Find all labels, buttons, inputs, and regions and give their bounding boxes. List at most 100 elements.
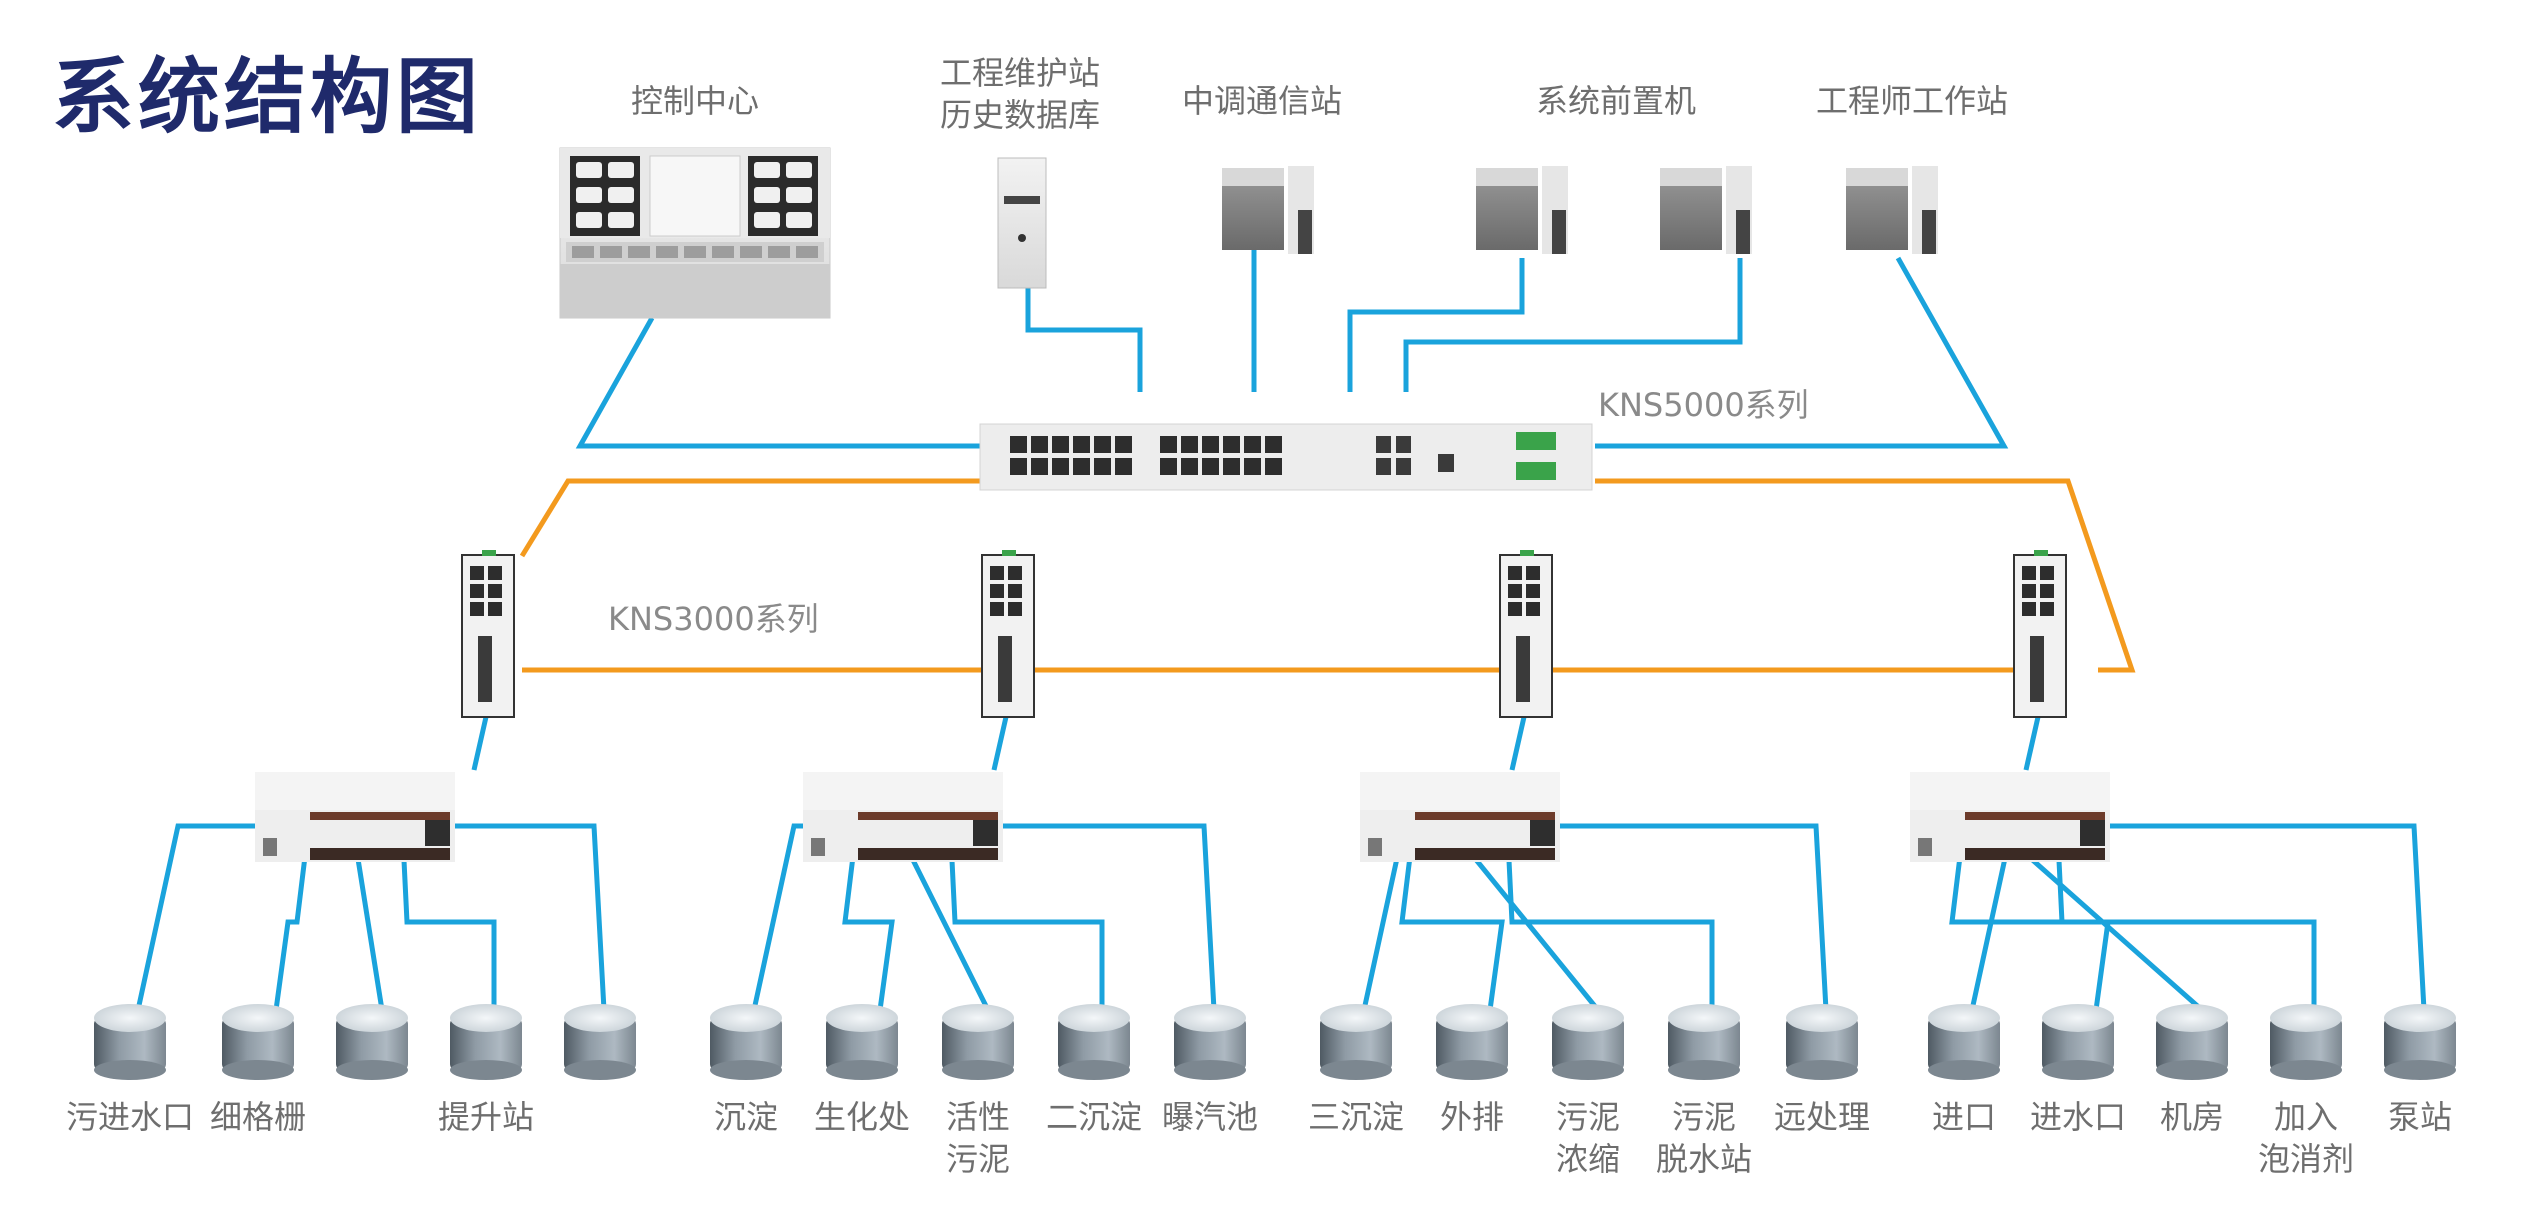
link-hub-to-sensor: [2110, 823, 2427, 1011]
io-module: [255, 772, 455, 862]
rj45-port: [488, 602, 502, 616]
rj45-port: [1010, 436, 1027, 453]
rj45-port: [1265, 436, 1282, 453]
sensor-cylinder: [1174, 1004, 1246, 1080]
rj45-port: [1244, 458, 1261, 475]
page-title: 系统结构图: [52, 50, 483, 145]
sensor-cylinder: [336, 1004, 408, 1080]
sensor-label: 二沉淀: [1045, 1098, 1143, 1136]
link-engineer-station: [1595, 256, 2009, 449]
rj45-port: [1181, 458, 1198, 475]
link-hub-to-sensor: [1458, 838, 1600, 1012]
io-module: [1910, 772, 2110, 862]
sensor-cylinder: [94, 1004, 166, 1080]
rj45-port: [1526, 584, 1540, 598]
rj45-port: [1073, 436, 1090, 453]
rj45-port: [2040, 602, 2054, 616]
rj45-port: [1202, 436, 1219, 453]
link-hub-to-sensor: [455, 823, 607, 1011]
link-switch-to-hub: [2023, 716, 2041, 771]
rj45-port: [1010, 458, 1027, 475]
sensor-cylinder: [564, 1004, 636, 1080]
core-switch-kns5000: [979, 423, 1593, 491]
access-switch-series-label: KNS3000系列: [608, 600, 819, 638]
devices: [94, 147, 2456, 1080]
access-switch-kns3000: [1499, 550, 1553, 718]
rj45-port: [1052, 436, 1069, 453]
connection-lines: [135, 250, 2427, 1012]
sensor-label: 污进水口: [65, 1098, 195, 1136]
dispatch-comm-station-label: 中调通信站: [1181, 82, 1343, 120]
rj45-port: [990, 566, 1004, 580]
rj45-port: [1052, 458, 1069, 475]
sfp-port: [2030, 636, 2044, 702]
io-module: [1360, 772, 1560, 862]
link-control-center: [575, 316, 985, 449]
link-hub-to-sensor: [948, 839, 1105, 1010]
control-center-console: [559, 147, 831, 319]
sensor-cylinder: [826, 1004, 898, 1080]
sensor-label: 进水口: [2029, 1098, 2127, 1136]
sensor-cylinder: [1928, 1004, 2000, 1080]
engineer-workstation: [1846, 166, 1938, 254]
access-switch-kns3000: [2013, 550, 2067, 718]
sfp-port: [1396, 436, 1411, 453]
link-switch-to-hub: [1509, 716, 1527, 771]
sensor-label: 活性 污泥: [945, 1098, 1011, 1178]
link-hub-to-sensor: [1399, 839, 1505, 1011]
rj45-port: [1223, 458, 1240, 475]
sensor-cylinder: [2270, 1004, 2342, 1080]
link-hub-to-sensor: [1505, 839, 1715, 1010]
sensor-cylinder: [942, 1004, 1014, 1080]
rj45-port: [1094, 458, 1111, 475]
sfp-port: [1396, 458, 1411, 475]
rj45-port: [470, 566, 484, 580]
link-hub-to-sensor: [1003, 823, 1217, 1011]
rj45-port: [1202, 458, 1219, 475]
rj45-port: [488, 566, 502, 580]
access-switch-kns3000: [981, 550, 1035, 718]
rj45-port: [990, 584, 1004, 598]
sensor-cylinder: [1436, 1004, 1508, 1080]
link-maintenance-station: [1025, 288, 1143, 392]
sensor-label: 泵站: [2387, 1098, 2453, 1136]
rj45-port: [1526, 566, 1540, 580]
sfp-port: [1376, 458, 1391, 475]
front-end-label: 系统前置机: [1535, 82, 1697, 120]
link-hub-to-sensor: [751, 823, 803, 1011]
rj45-port: [1031, 436, 1048, 453]
rj45-port: [1008, 566, 1022, 580]
sensor-label: 污泥 浓缩: [1555, 1098, 1621, 1178]
rj45-port: [1526, 602, 1540, 616]
maintenance-server: [997, 157, 1047, 289]
engineer-station-label: 工程师工作站: [1815, 82, 2009, 120]
sensor-label: 沉淀: [713, 1098, 779, 1136]
sfp-port: [998, 636, 1012, 702]
sensor-cylinder: [1668, 1004, 1740, 1080]
sensor-cylinder: [1786, 1004, 1858, 1080]
sensor-cylinder: [1058, 1004, 1130, 1080]
sensor-label: 三沉淀: [1307, 1098, 1405, 1136]
link-hub-to-sensor: [273, 839, 310, 1011]
sensor-label: 远处理: [1773, 1098, 1871, 1136]
link-hub-to-sensor: [352, 839, 385, 1011]
rj45-port: [470, 602, 484, 616]
link-front-end-2: [1403, 258, 1743, 392]
rj45-port: [1160, 436, 1177, 453]
front-end-2-workstation: [1660, 166, 1752, 254]
link-hub-to-sensor: [842, 839, 895, 1011]
rj45-port: [1508, 602, 1522, 616]
maintenance-station-label: 工程维护站 历史数据库: [939, 54, 1101, 134]
sensor-cylinder: [222, 1004, 294, 1080]
sfp-port: [478, 636, 492, 702]
link-front-end-1: [1347, 258, 1525, 392]
rj45-port: [1115, 436, 1132, 453]
rj45-port: [488, 584, 502, 598]
ring-link-right: [1595, 478, 2136, 673]
rj45-port: [1115, 458, 1132, 475]
access-switch-kns3000: [461, 550, 515, 718]
front-end-1-workstation: [1476, 166, 1568, 254]
ring-link-left: [519, 478, 985, 558]
rj45-port: [1008, 602, 1022, 616]
